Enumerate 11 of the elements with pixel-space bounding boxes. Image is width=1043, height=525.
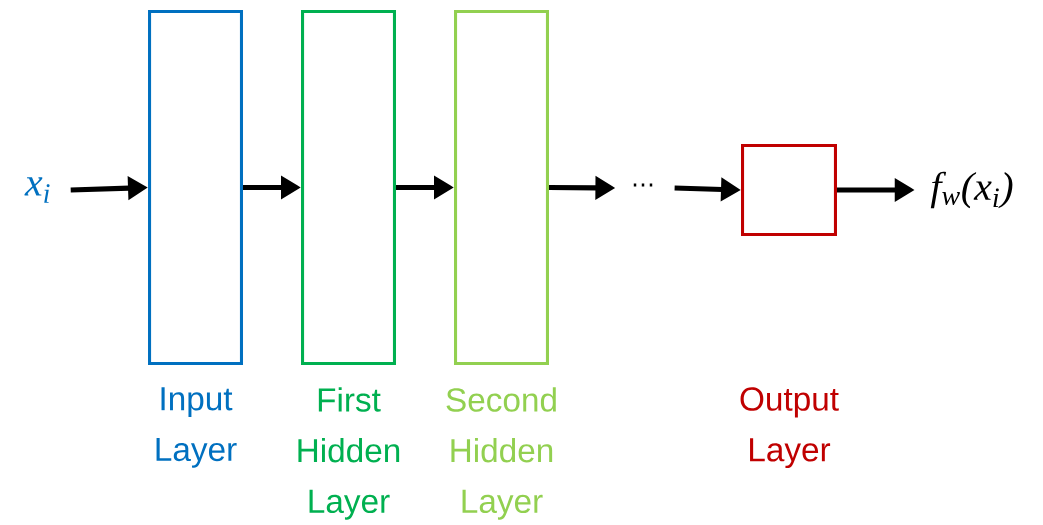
layer-box: Output Layer bbox=[740, 144, 839, 469]
layer-box: Input Layer bbox=[148, 10, 243, 468]
node-label: First Hidden Layer bbox=[298, 387, 400, 520]
layer-box: First Hidden Layer bbox=[298, 10, 400, 520]
math-text: f$_{w}$(x$_{i}$) bbox=[930, 171, 1013, 209]
node-label: Input Layer bbox=[156, 387, 237, 468]
node-label: Second Hidden Layer bbox=[446, 387, 556, 520]
layer-box: Second Hidden Layer bbox=[446, 10, 556, 520]
node-label: Output Layer bbox=[740, 387, 839, 469]
ellipsis: ⋯ bbox=[633, 183, 653, 187]
math-text: x$_{i}$ bbox=[24, 177, 50, 203]
